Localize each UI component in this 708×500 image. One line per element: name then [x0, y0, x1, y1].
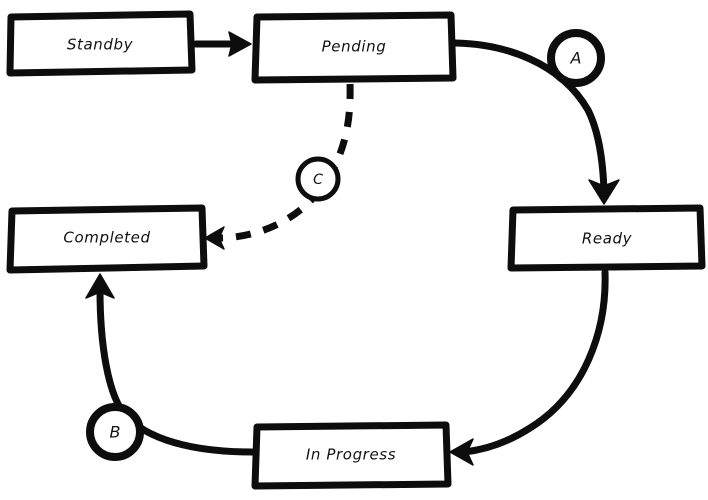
marker-a-label: A — [570, 49, 582, 68]
node-standby-label: Standby — [67, 36, 134, 54]
marker-b[interactable]: B — [86, 403, 144, 461]
node-completed[interactable]: Completed — [6, 204, 208, 274]
edge-pending-to-ready-arrowhead — [588, 179, 620, 205]
marker-c-label: C — [313, 172, 323, 188]
node-ready[interactable]: Ready — [507, 204, 706, 272]
node-completed-shape — [6, 204, 208, 274]
node-in-progress[interactable]: In Progress — [251, 421, 452, 490]
node-pending[interactable]: Pending — [251, 11, 457, 84]
edge-ready-to-in-progress — [449, 268, 609, 466]
node-pending-shape — [251, 11, 457, 84]
node-standby[interactable]: Standby — [6, 10, 196, 77]
edge-standby-to-pending — [192, 31, 252, 57]
edge-in-progress-to-completed-arrowhead — [85, 273, 115, 299]
edge-pending-to-ready — [451, 39, 620, 205]
marker-a[interactable]: A — [547, 29, 605, 87]
edge-pending-to-completed-arrowhead — [204, 226, 225, 250]
node-ready-shape — [507, 204, 706, 272]
edge-ready-to-in-progress-path — [460, 268, 609, 456]
marker-b-label: B — [110, 423, 121, 442]
marker-b-circle — [86, 403, 144, 461]
node-pending-label: Pending — [322, 38, 387, 56]
node-standby-shape — [6, 10, 196, 77]
node-ready-label: Ready — [582, 230, 633, 248]
marker-c[interactable]: C — [295, 156, 341, 202]
edge-standby-to-pending-arrowhead — [228, 31, 252, 57]
node-in-progress-shape — [251, 421, 452, 490]
edge-ready-to-in-progress-arrowhead — [449, 438, 474, 466]
edge-pending-to-ready-path — [451, 39, 608, 194]
marker-c-circle — [295, 156, 341, 202]
node-in-progress-label: In Progress — [306, 446, 396, 464]
marker-a-circle — [547, 29, 605, 87]
node-completed-label: Completed — [63, 229, 150, 247]
